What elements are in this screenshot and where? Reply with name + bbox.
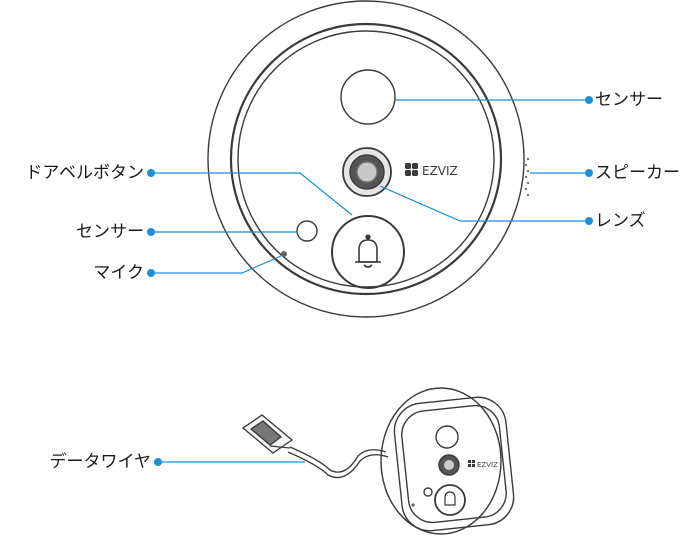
bell-icon [355,234,381,268]
device-side-view: EZVIZ [380,387,515,535]
dot-data-wire [154,458,162,466]
dot-speaker [585,169,593,177]
top-sensor [340,69,396,125]
data-wire [241,414,389,479]
dot-sensor-top [585,96,593,104]
svg-text:EZVIZ: EZVIZ [477,461,498,469]
leader-doorbell [151,172,353,216]
device-small-sensor [423,487,433,497]
speaker-grille [524,157,530,197]
label-sensor-left: センサー [76,222,144,242]
device-sensor [435,425,459,449]
device-body [380,387,502,535]
label-doorbell-button: ドアベルボタン [25,163,144,183]
brand-logo: EZVIZ [422,164,458,178]
leader-lens [379,185,589,222]
leader-mic [151,255,282,274]
doorbell-button [331,215,405,289]
device-mic [411,503,415,507]
mic-hole [281,251,287,257]
label-mic: マイク [93,263,144,283]
inner-ring [229,22,503,296]
lens-inner [356,161,378,183]
dot-doorbell [147,169,155,177]
label-sensor-top: センサー [595,90,663,110]
side-sensor [296,220,318,242]
device-button [434,484,466,516]
dot-mic [147,269,155,277]
label-speaker: スピーカー [595,163,680,183]
label-lens: レンズ [595,211,646,231]
device-front-inner [401,404,507,524]
outer-ring [207,0,525,318]
dot-sensor-left [147,228,155,236]
label-data-wire: データワイヤ [49,452,152,472]
ezviz-logo-icon [405,163,418,176]
device-front-plate [393,396,515,532]
dot-lens [585,217,593,225]
